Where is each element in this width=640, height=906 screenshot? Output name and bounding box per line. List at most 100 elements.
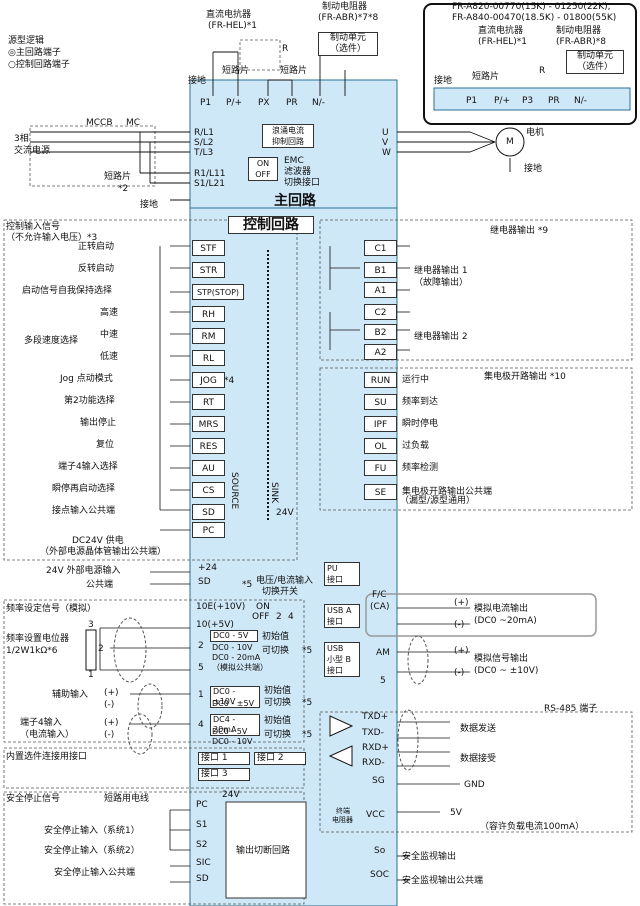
init-2: 初始值 bbox=[262, 632, 290, 642]
motor-m: M bbox=[506, 137, 514, 147]
mccb-label: MCCB bbox=[86, 118, 113, 128]
sw-off[interactable]: OFF bbox=[252, 612, 270, 622]
model-line-1: FR-A820-00770(15K) - 01250(22K), bbox=[452, 2, 611, 12]
term-a2: A2 bbox=[364, 344, 397, 360]
relay-title: 继电器输出 *9 bbox=[490, 226, 549, 236]
term-pc: PC bbox=[192, 522, 225, 538]
usb-a-label-2: 接口 bbox=[327, 617, 343, 626]
port-2[interactable]: 接口 2 bbox=[254, 752, 306, 765]
input-label-res: 复位 bbox=[96, 440, 115, 450]
init-1: 初始值 bbox=[264, 686, 292, 696]
note5-a: *5 bbox=[242, 580, 253, 590]
dc24-label-1: DC24V 供电 bbox=[72, 536, 124, 546]
brake-unit-box: 制动单元 （选件） bbox=[318, 32, 378, 56]
term-fc: F/C bbox=[372, 590, 387, 600]
usb-a-port[interactable]: USB A 接口 bbox=[324, 604, 360, 628]
control-input-title: 控制输入信号 bbox=[6, 222, 61, 232]
allow-current: （容许负载电流100mA） bbox=[480, 822, 585, 832]
emc-title: EMC bbox=[284, 156, 304, 166]
input-label-sd: 接点输入公共端 bbox=[52, 506, 116, 516]
range-box-4: DC4 - 20mA bbox=[210, 714, 260, 736]
term-p-plus: P/+ bbox=[226, 98, 243, 108]
short-bar-label-2: 短路片 bbox=[280, 66, 308, 76]
sw-on[interactable]: ON bbox=[256, 602, 270, 612]
inrush-label-2: 抑制回路 bbox=[272, 137, 304, 146]
sw-2: 2 bbox=[276, 612, 282, 622]
term-rl: RL bbox=[192, 350, 225, 366]
range-1-b: DC0 - ±5V bbox=[212, 699, 255, 708]
safety-monitor: 安全监视输出 bbox=[402, 852, 457, 862]
emc-line3: 切换接口 bbox=[284, 178, 321, 188]
analog-signal-label: 模拟信号输出 bbox=[474, 654, 529, 664]
term-p1: P1 bbox=[200, 98, 212, 108]
model-line-2: FR-A840-00470(18.5K) - 01800(55K) bbox=[452, 13, 617, 23]
input-3phase: 3相 bbox=[14, 134, 29, 144]
term-n-minus: N/- bbox=[312, 98, 326, 108]
term-t-l3: T/L3 bbox=[194, 148, 214, 158]
v24-label: 24V bbox=[276, 508, 294, 518]
brake-unit-opt: （选件） bbox=[329, 44, 366, 54]
pu-port[interactable]: PU 接口 bbox=[324, 562, 360, 586]
usb-a-label: USB A bbox=[327, 606, 352, 615]
pu-label-2: 接口 bbox=[327, 575, 343, 584]
range-4-c: DC0 - 10V bbox=[212, 737, 253, 746]
term-plus24: +24 bbox=[198, 563, 217, 573]
fc-minus: (-) bbox=[454, 620, 465, 630]
relay-out1: 继电器输出 1 bbox=[414, 266, 468, 276]
term-5-am: 5 bbox=[380, 676, 386, 686]
emc-switch[interactable]: ON OFF bbox=[248, 157, 278, 181]
short-bar-label-1: 短路片 bbox=[222, 66, 250, 76]
input-label-stf: 正转启动 bbox=[78, 242, 115, 252]
sink-label: SINK bbox=[269, 482, 279, 504]
t4-label-1: 端子4输入 bbox=[20, 718, 62, 728]
term-a1: A1 bbox=[364, 282, 397, 298]
term-run: RUN bbox=[364, 372, 397, 388]
input-label-rt: 第2功能选择 bbox=[64, 396, 115, 406]
fc-plus: (+) bbox=[454, 598, 469, 608]
brake-unit-label: 制动单元 bbox=[329, 33, 366, 43]
opt-term-p3: P3 bbox=[522, 96, 534, 106]
term-px: PX bbox=[258, 98, 270, 108]
note5-d: *5 bbox=[302, 730, 313, 740]
range-4-a: DC4 - 20mA bbox=[213, 715, 237, 734]
brake-resistor-2-label: 制动电阻器 bbox=[556, 26, 602, 36]
term-r-l1: R/L1 bbox=[194, 128, 215, 138]
term-10: 10(+5V) bbox=[196, 620, 234, 630]
term-rt: RT bbox=[192, 394, 225, 410]
legend-title: 源型逻辑 bbox=[8, 36, 45, 46]
brake-unit-2-opt: （选件） bbox=[576, 62, 613, 72]
analog-current-label: 模拟电流输出 bbox=[474, 604, 529, 614]
pot-label-2: 1/2W1kΩ*6 bbox=[6, 646, 58, 656]
legend-main: ◎主回路端子 bbox=[8, 48, 61, 58]
sw-4: 4 bbox=[288, 612, 294, 622]
short-bar-label-3: 短路片 bbox=[472, 72, 500, 82]
collector-se-note: （漏型/源型通用） bbox=[400, 496, 476, 506]
range-2-d: （模拟公共端） bbox=[212, 663, 268, 672]
safety-term-sd: SD bbox=[196, 874, 209, 884]
note-2: *2 bbox=[118, 184, 129, 194]
term-2: 2 bbox=[198, 641, 204, 651]
safety-term-sic: SIC bbox=[196, 858, 211, 868]
term-vcc: VCC bbox=[366, 810, 385, 820]
dc-reactor-2-label: 直流电抗器 bbox=[478, 26, 524, 36]
v5-label: 5V bbox=[450, 808, 462, 818]
usb-b-label-2: 小型 B bbox=[327, 655, 352, 664]
safety-monitor-com: 安全监视输出公共端 bbox=[402, 876, 484, 886]
init-4: 初始值 bbox=[264, 716, 292, 726]
term-sd: SD bbox=[192, 504, 225, 520]
collector-label-se: 集电极开路输出公共端 bbox=[402, 487, 493, 497]
brake-unit-2-label: 制动单元 bbox=[576, 51, 613, 61]
term-rxd-minus: RXD- bbox=[362, 758, 385, 768]
safety-in2: 安全停止输入（系统2） bbox=[44, 846, 140, 856]
port-1[interactable]: 接口 1 bbox=[198, 752, 250, 765]
term-res-label: 终端 bbox=[336, 807, 350, 815]
term-v: V bbox=[382, 138, 389, 148]
safety-term-s2: S2 bbox=[196, 840, 208, 850]
option-title: 内置选件连接用接口 bbox=[6, 752, 88, 762]
collector-label-ol: 过负载 bbox=[402, 441, 430, 451]
jog-note: *4 bbox=[224, 376, 235, 386]
usb-b-port[interactable]: USB 小型 B 接口 bbox=[324, 642, 360, 677]
term-s1-l21: S1/L21 bbox=[194, 179, 225, 189]
port-3[interactable]: 接口 3 bbox=[198, 768, 250, 781]
am-plus: (+) bbox=[454, 646, 469, 656]
